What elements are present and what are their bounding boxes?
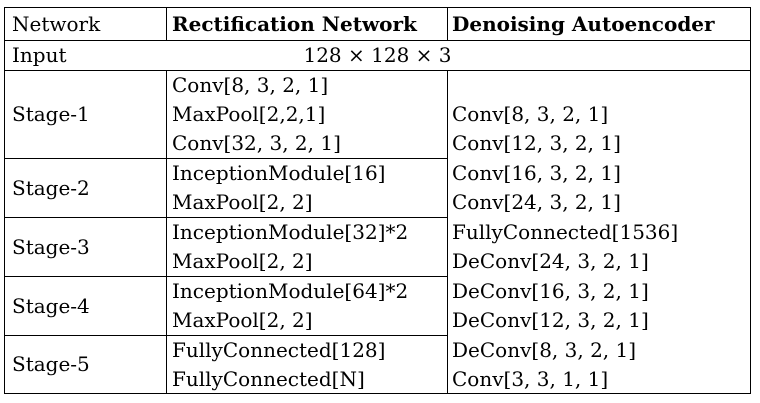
dae-layer: FullyConnected[1536] bbox=[452, 220, 679, 244]
border-top bbox=[4, 7, 751, 8]
rect-layer: MaxPool[2, 2] bbox=[172, 308, 313, 332]
border-col2 bbox=[447, 70, 448, 394]
rect-layer: MaxPool[2,2,1] bbox=[172, 102, 326, 126]
stage-3-label: Stage-3 bbox=[12, 235, 90, 259]
dae-layer: DeConv[24, 3, 2, 1] bbox=[452, 249, 649, 273]
header-network: Network bbox=[12, 12, 101, 36]
dae-layer: Conv[3, 3, 1, 1] bbox=[452, 367, 609, 391]
border-col1 bbox=[166, 70, 167, 394]
rect-layer: FullyConnected[128] bbox=[172, 338, 386, 362]
architecture-table: Network Rectification Network Denoising … bbox=[4, 7, 751, 394]
dae-layer: Conv[12, 3, 2, 1] bbox=[452, 131, 621, 155]
input-label: Input bbox=[12, 43, 67, 67]
border-input bbox=[4, 70, 751, 71]
input-value: 128 × 128 × 3 bbox=[303, 43, 452, 67]
border-col2-top bbox=[447, 7, 448, 40]
rect-layer: InceptionModule[64]*2 bbox=[172, 279, 409, 303]
rect-layer: FullyConnected[N] bbox=[172, 367, 365, 391]
dae-layer: Conv[8, 3, 2, 1] bbox=[452, 102, 609, 126]
border-stage1 bbox=[4, 158, 447, 159]
border-left bbox=[4, 7, 5, 394]
dae-layer: DeConv[16, 3, 2, 1] bbox=[452, 279, 649, 303]
dae-layer: Conv[24, 3, 2, 1] bbox=[452, 190, 621, 214]
dae-layer: DeConv[12, 3, 2, 1] bbox=[452, 308, 649, 332]
rect-layer: MaxPool[2, 2] bbox=[172, 249, 313, 273]
dae-layer: DeConv[8, 3, 2, 1] bbox=[452, 338, 637, 362]
stage-4-label: Stage-4 bbox=[12, 294, 90, 318]
stage-2-label: Stage-2 bbox=[12, 176, 90, 200]
rect-layer: InceptionModule[16] bbox=[172, 161, 386, 185]
header-denoising-autoencoder: Denoising Autoencoder bbox=[452, 12, 715, 36]
border-col1-top bbox=[166, 7, 167, 40]
rect-layer: InceptionModule[32]*2 bbox=[172, 220, 409, 244]
border-right bbox=[750, 7, 751, 394]
stage-5-label: Stage-5 bbox=[12, 352, 90, 376]
border-stage4 bbox=[4, 335, 447, 336]
dae-layer: Conv[16, 3, 2, 1] bbox=[452, 161, 621, 185]
border-bottom bbox=[4, 393, 751, 394]
border-stage3 bbox=[4, 276, 447, 277]
border-stage2 bbox=[4, 217, 447, 218]
header-rectification-network: Rectification Network bbox=[172, 12, 417, 36]
rect-layer: Conv[32, 3, 2, 1] bbox=[172, 131, 341, 155]
stage-1-label: Stage-1 bbox=[12, 102, 90, 126]
rect-layer: MaxPool[2, 2] bbox=[172, 190, 313, 214]
border-header bbox=[4, 40, 751, 41]
rect-layer: Conv[8, 3, 2, 1] bbox=[172, 73, 329, 97]
